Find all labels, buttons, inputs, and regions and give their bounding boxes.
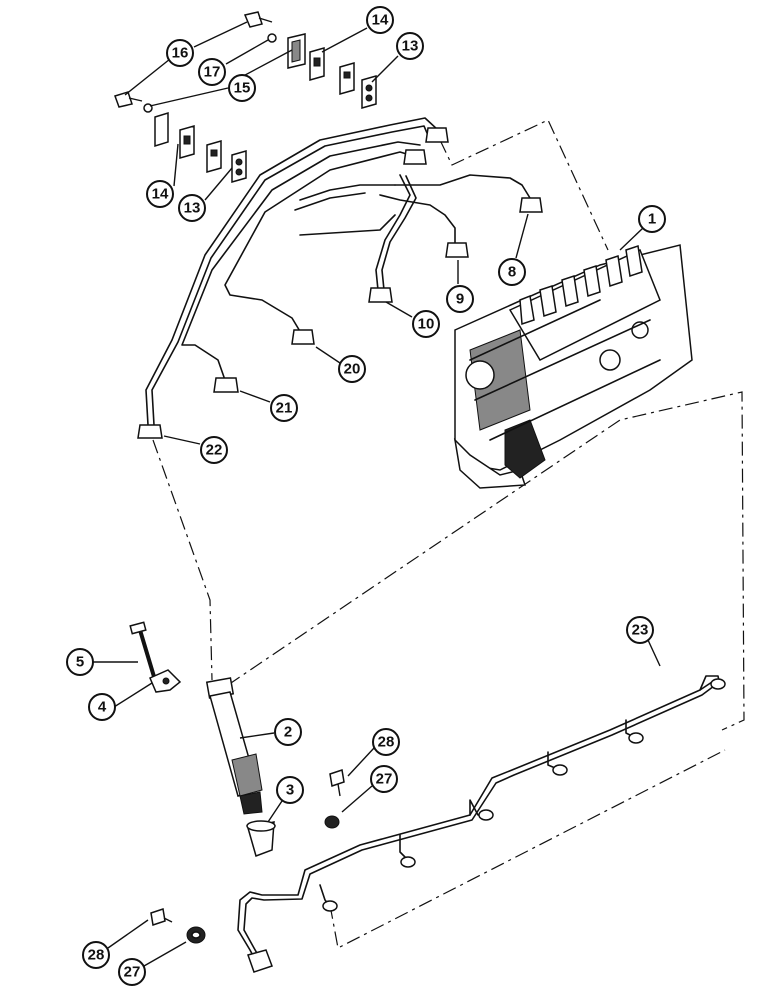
callout-label: 16 — [172, 45, 189, 62]
callout-label: 1 — [648, 211, 656, 228]
callout-22: 22 — [200, 436, 228, 464]
callout-17: 17 — [198, 58, 226, 86]
callout-8: 8 — [498, 258, 526, 286]
fuel-injection-lines — [145, 117, 531, 426]
callout-label: 27 — [376, 771, 393, 788]
callout-28-upper: 28 — [372, 728, 400, 756]
callout-3: 3 — [276, 776, 304, 804]
callout-label: 15 — [234, 80, 251, 97]
callout-15: 15 — [228, 74, 256, 102]
callout-label: 14 — [152, 186, 169, 203]
callout-23: 23 — [626, 616, 654, 644]
callout-label: 9 — [456, 291, 464, 308]
callout-13-lower: 13 — [178, 194, 206, 222]
callout-16: 16 — [166, 39, 194, 67]
callout-2: 2 — [274, 718, 302, 746]
callout-label: 21 — [276, 400, 293, 417]
callout-14-lower: 14 — [146, 180, 174, 208]
callout-label: 13 — [184, 200, 201, 217]
banjo-hardware — [150, 769, 345, 944]
callout-label: 8 — [508, 264, 516, 281]
dashed-connection-lines — [152, 119, 745, 949]
callout-label: 4 — [98, 699, 107, 716]
injection-pump — [453, 244, 693, 489]
callout-20: 20 — [338, 355, 366, 383]
callout-label: 28 — [88, 947, 105, 964]
leader-lines — [92, 21, 661, 967]
callout-label: 27 — [124, 964, 141, 981]
callout-label: 10 — [418, 316, 435, 333]
callout-label: 2 — [284, 724, 292, 741]
callout-4: 4 — [88, 693, 116, 721]
callout-9: 9 — [446, 285, 474, 313]
callout-label: 20 — [344, 361, 361, 378]
clamp-hardware — [114, 11, 377, 183]
callout-1: 1 — [638, 205, 666, 233]
callout-27-upper: 27 — [370, 765, 398, 793]
callout-label: 5 — [76, 654, 84, 671]
callout-5: 5 — [66, 648, 94, 676]
fuel-return-line — [237, 675, 726, 973]
callout-label: 23 — [632, 622, 649, 639]
callout-28-lower: 28 — [82, 941, 110, 969]
callout-13-upper: 13 — [396, 32, 424, 60]
callout-10: 10 — [412, 310, 440, 338]
callout-14-upper: 14 — [366, 6, 394, 34]
callout-label: 22 — [206, 442, 223, 459]
callout-label: 3 — [286, 782, 294, 799]
callout-label: 13 — [402, 38, 419, 55]
callout-label: 28 — [378, 734, 395, 751]
line-fittings — [137, 127, 543, 439]
injector-assembly — [129, 621, 276, 857]
callout-27-lower: 27 — [118, 958, 146, 986]
callout-label: 14 — [372, 12, 389, 29]
callout-21: 21 — [270, 394, 298, 422]
callout-label: 17 — [204, 64, 221, 81]
